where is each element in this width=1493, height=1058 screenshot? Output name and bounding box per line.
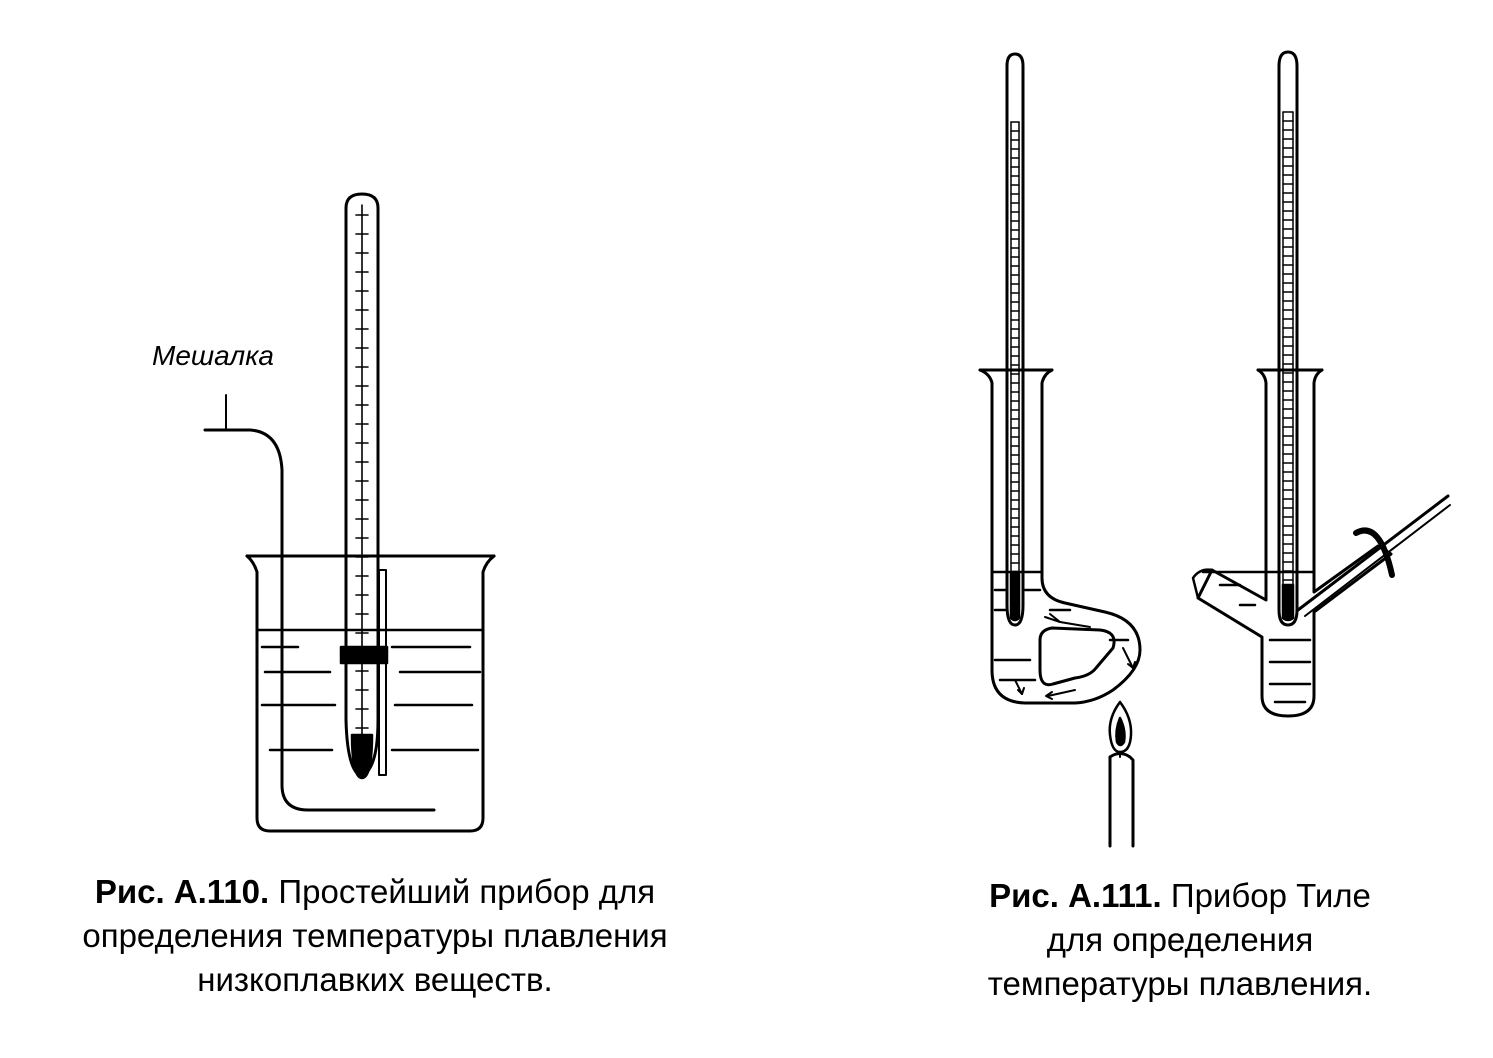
burner (1108, 700, 1135, 848)
caption-line1-a111: Прибор Тиле (1170, 877, 1371, 914)
liquid-in-beaker (255, 628, 485, 752)
caption-figure-a110: Рис. А.110. Простейший прибор для опреде… (20, 870, 730, 1002)
figure-a111-thiele-tube-right (1191, 50, 1451, 718)
stirrer-label: Мешалка (152, 340, 274, 371)
stirrer (203, 394, 436, 812)
figure-a111-thiele-tube-left (978, 52, 1142, 848)
beaker (245, 554, 496, 833)
caption-figure-a111: Рис. А.111. Прибор Тиле для определения … (900, 874, 1460, 1006)
caption-line2-a110: определения температуры плавления (82, 917, 668, 954)
caption-line1-a110: Простейший прибор для (278, 873, 656, 910)
caption-line3-a110: низкоплавких веществ. (197, 961, 553, 998)
caption-line3-a111: температуры плавления. (987, 965, 1373, 1002)
caption-line2-a111: для определения (1046, 921, 1314, 958)
figure-a110-drawing (203, 192, 496, 833)
thermometer-a110 (339, 192, 389, 780)
caption-number-a111: Рис. А.111. (989, 877, 1162, 914)
caption-number-a110: Рис. А.110. (94, 873, 270, 910)
